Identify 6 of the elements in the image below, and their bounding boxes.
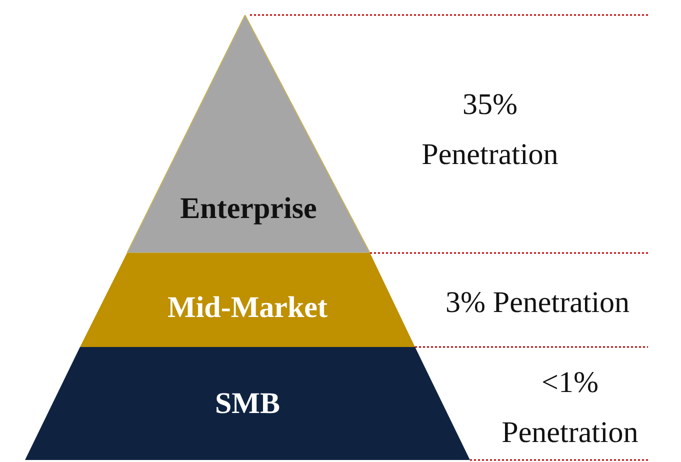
penetration-label: <1% Penetration (500, 365, 640, 451)
penetration-label: 35% Penetration (420, 87, 560, 173)
penetration-label: 3% Penetration (444, 285, 631, 321)
tier-label: Enterprise (179, 192, 318, 226)
tier-label: SMB (214, 387, 281, 421)
tier-label: Mid-Market (166, 291, 328, 325)
